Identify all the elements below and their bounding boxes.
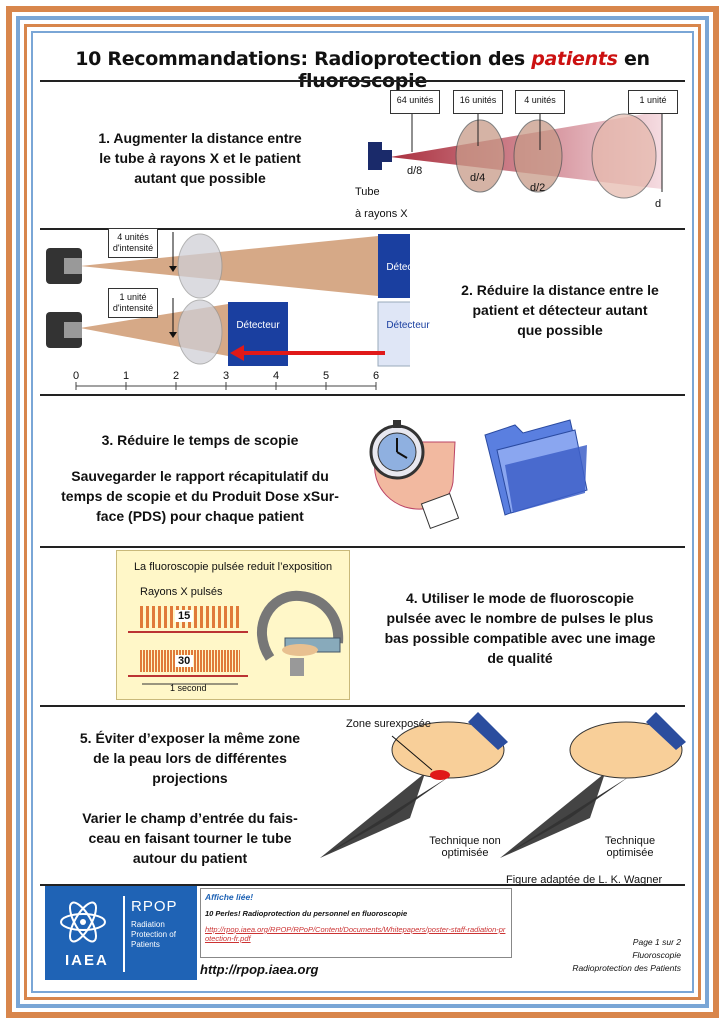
label-1-unit: 1 unité [628, 90, 678, 114]
axis-tick-6: 6 [373, 370, 380, 382]
patient-ellipse-2 [569, 721, 683, 779]
axis-tick-5: 5 [323, 370, 330, 382]
detector-label-far: Détecteur [386, 320, 430, 331]
separator-2 [40, 394, 685, 396]
linked-title: Affiche liée! [205, 892, 254, 902]
separator-5 [40, 884, 685, 886]
label-4-units: 4 unités [515, 90, 565, 114]
inverse-square-diagram [368, 111, 663, 199]
outer-border-orange [6, 6, 719, 1018]
detector-label-near: Détecteur [236, 320, 280, 331]
outer-border-blue [16, 16, 709, 1008]
stopwatch-icon [369, 420, 460, 529]
axis-tick-4: 4 [273, 370, 280, 382]
label-16-units: 16 unités [453, 90, 503, 114]
area-d [591, 113, 657, 199]
atom-icon [60, 901, 106, 943]
pulse-count-15: 15 [175, 610, 194, 622]
one-second-label: 1 second [170, 683, 207, 693]
separator-3 [40, 546, 685, 548]
dist-d4: d/4 [470, 172, 486, 184]
tube-icon [368, 142, 382, 170]
dist-d: d [655, 198, 662, 210]
rec1-text: 1. Augmenter la distance entre le tube à… [98, 130, 302, 186]
detector-distance-diagram [46, 232, 410, 390]
iaea-text: IAEA [65, 952, 109, 969]
detector-label-top: Détecteur [386, 262, 430, 273]
tube-label-1: Tube [355, 186, 380, 198]
pulse-count-30: 30 [175, 655, 194, 667]
linked-poster-link[interactable]: http://rpop.iaea.org/RPOP/RPoP/Content/D… [205, 925, 506, 943]
overexposed-zone-label: Zone surexposée [346, 718, 431, 730]
figure-credit: Figure adaptée de L. K. Wagner [506, 874, 663, 886]
dist-d2: d/2 [530, 182, 546, 194]
rpop-text: RPOP [131, 898, 178, 915]
pulsed-label: Rayons X pulsés [140, 586, 223, 598]
inner-border-orange [24, 24, 701, 1000]
detector-far-top [378, 234, 410, 298]
linked-poster-box: Affiche liée! 10 Perles! Radioprotection… [200, 888, 512, 958]
area-d4 [455, 119, 505, 193]
detector-far-ghost [377, 301, 410, 367]
axis-tick-0: 0 [73, 370, 80, 382]
page-title: 10 Recommandations: Radioprotection des … [75, 48, 650, 92]
separator-1 [40, 228, 685, 230]
c-arm-icon [256, 590, 344, 676]
rec3-title: 3. Réduire le temps de scopie [101, 432, 299, 448]
separator-4 [40, 705, 685, 707]
title-separator [40, 80, 685, 82]
axis-tick-2: 2 [173, 370, 180, 382]
tube-label-2: à rayons X [355, 208, 408, 220]
area-d2 [513, 119, 563, 193]
hot-spot [430, 770, 450, 780]
label-64-units: 64 unités [390, 90, 440, 114]
inner-border-blue [31, 31, 694, 993]
rec5-text-b: Varier le champ d’entrée du fais-ceau en… [82, 810, 298, 866]
axis-tick-1: 1 [123, 370, 130, 382]
folder-icon [484, 419, 588, 516]
axis-tick-3: 3 [223, 370, 230, 382]
linked-item: 10 Perles! Radioprotection du personnel … [205, 909, 408, 918]
pulsed-panel-title: La fluoroscopie pulsée reduit l’expositi… [133, 561, 333, 573]
site-link[interactable]: http://rpop.iaea.org [200, 962, 319, 977]
skin-dose-diagram [320, 712, 686, 858]
dist-d8: d/8 [407, 165, 423, 177]
